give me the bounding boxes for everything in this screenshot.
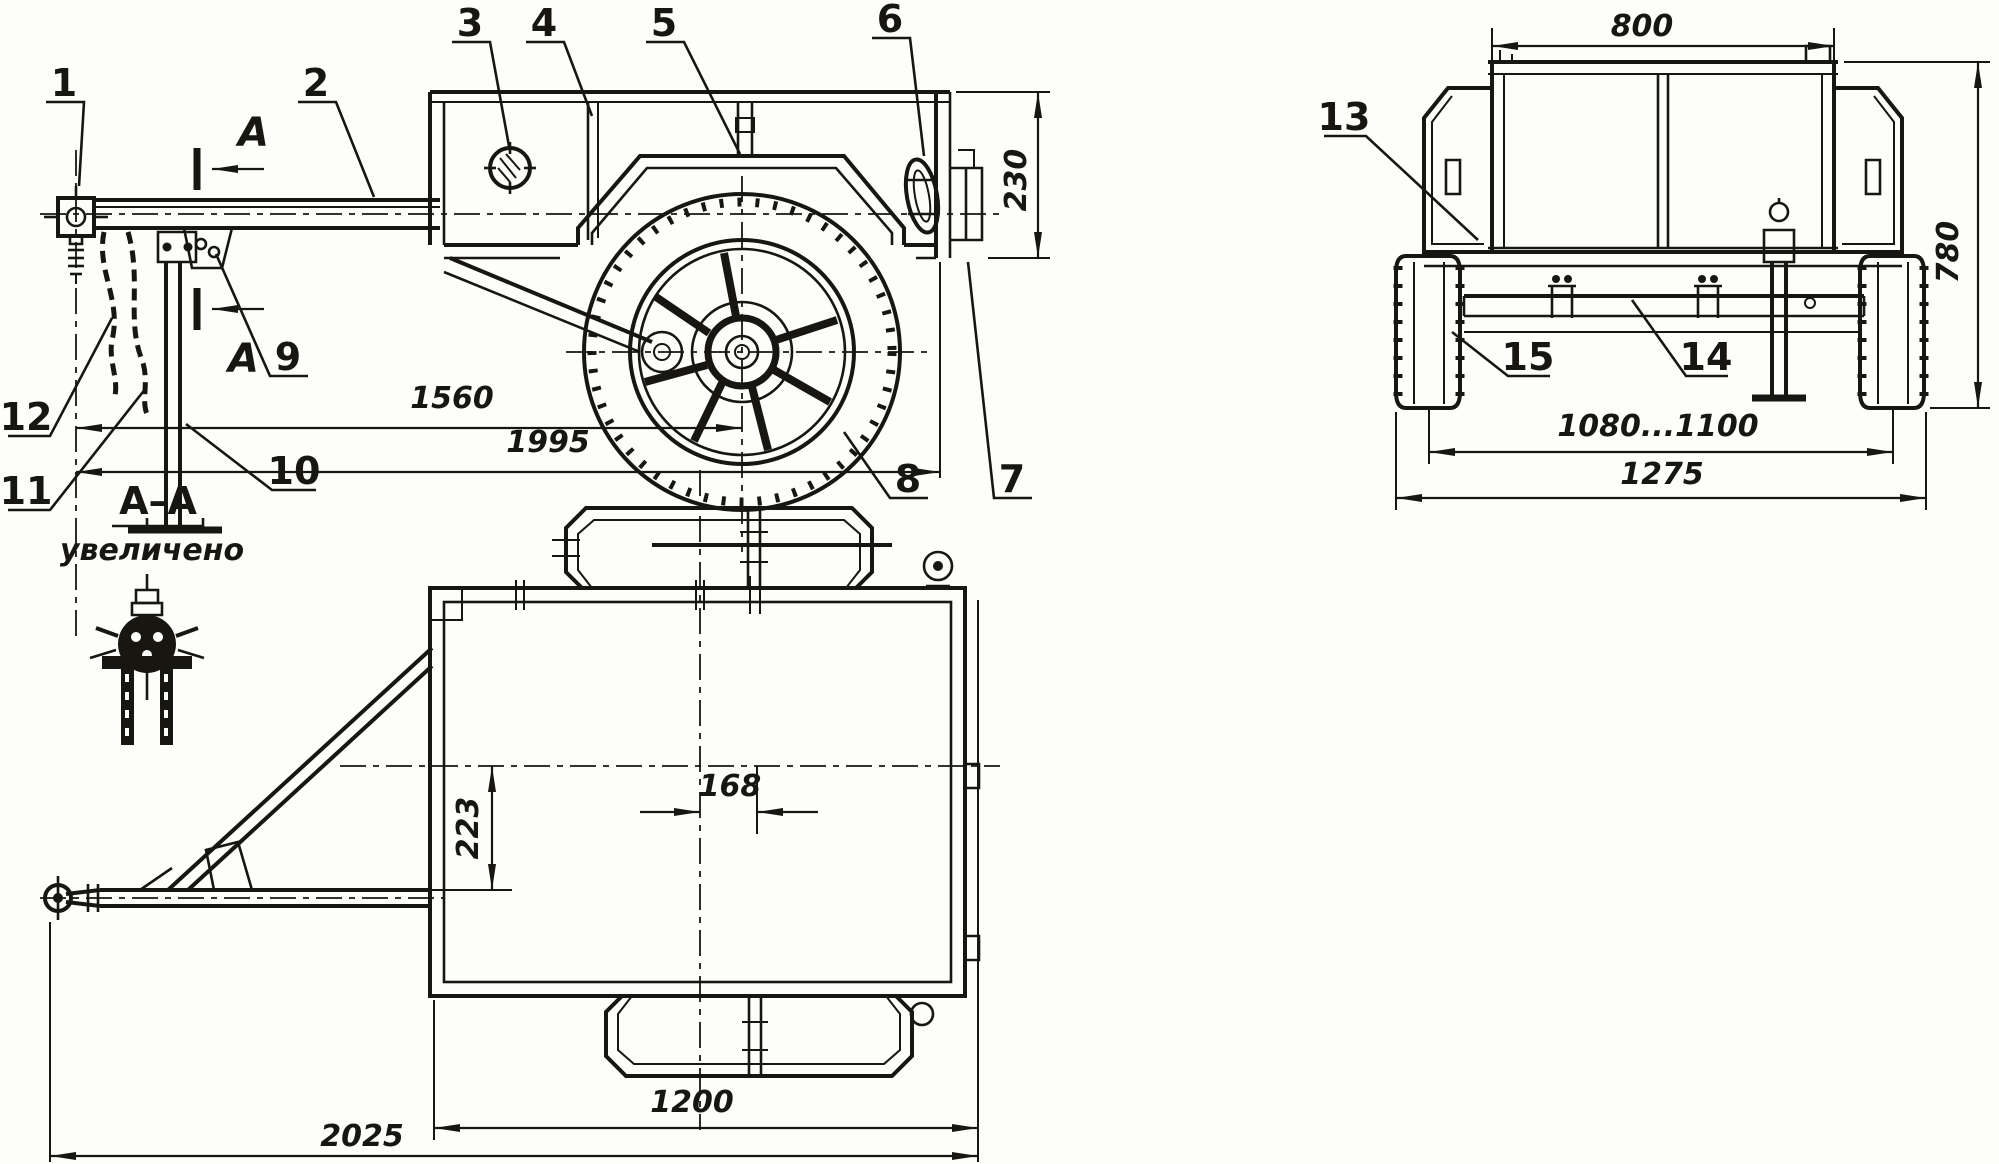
part-label-15: 15 [1502,335,1555,379]
safety-chain-front [100,231,119,401]
dim-track: 1080...1100 [1428,408,1894,464]
dim-1200: 1200 [433,600,979,1140]
axle-assembly [1462,275,1866,333]
dim-text-1995: 1995 [506,425,590,460]
rear-view: 800 [1318,9,1990,510]
part-label-14: 14 [1680,335,1733,379]
lamp-plan-top [922,550,954,588]
dim-1275: 1275 [1395,412,1927,510]
dim-1995: 1995 [76,425,940,476]
fender-plan-bottom [604,994,935,1078]
fender-plan-top [552,506,874,590]
side-latch-lower [965,934,981,962]
support-leg [128,230,222,534]
section-detail-title: A–A [119,479,197,523]
dim-text-780: 780 [1931,221,1966,284]
dim-1560: 1560 [76,381,742,432]
section-cut-marks: A A [193,110,269,382]
dim-text-223: 223 [451,797,486,860]
dim-780: 780 [1844,61,1990,409]
wheel-side [566,176,928,552]
dim-223: 223 [430,766,512,891]
hitch-coupler [44,186,108,284]
side-view-callouts: 1 2 3 4 5 6 7 8 9 10 11 12 [0,0,1032,513]
mudguard-right-rear [1834,86,1904,254]
section-letter-top: A [235,110,269,156]
part-label-4: 4 [531,1,557,45]
side-latch-upper [965,762,981,790]
dim-text-2025: 2025 [320,1119,404,1154]
side-view: A A 230 1560 1995 1 2 3 [0,0,1050,640]
rear-support-leg [1752,198,1806,402]
section-detail-subtitle: увеличено [60,533,244,568]
part-label-9: 9 [275,335,301,379]
drawbar-plan [43,646,434,920]
tail-lamp-side [903,157,941,235]
rear-view-callouts: 13 14 15 [1318,95,1733,379]
mudguard-left-rear [1422,86,1492,254]
part-label-5: 5 [651,1,677,45]
frame-brace [449,256,653,344]
dim-text-230: 230 [999,149,1034,212]
section-letter-bottom: A [225,336,259,382]
wheel-left-rear [1393,254,1465,410]
dim-text-1200: 1200 [650,1085,734,1120]
drawbar-beam [92,198,440,230]
part-label-11: 11 [0,469,52,513]
lamp-plan-bottom [909,1001,935,1027]
cargo-box-rear [1424,44,1902,268]
section-detail: A–A увеличено [60,479,244,745]
dim-168: 168 [640,766,818,834]
cargo-box-plan [428,576,967,998]
safety-chain-rear [125,231,151,418]
dim-text-800: 800 [1611,9,1674,44]
dim-text-1275: 1275 [1620,457,1704,492]
dim-text-168: 168 [699,769,762,804]
fender-side [576,102,906,245]
dim-2025: 2025 [49,922,979,1162]
dim-800: 800 [1491,9,1835,62]
part-label-3: 3 [457,1,483,45]
part-label-1: 1 [51,61,77,105]
part-label-10: 10 [268,449,321,493]
dim-text-track: 1080...1100 [1557,409,1758,444]
dim-230: 230 [956,91,1050,259]
part-label-8: 8 [895,457,921,501]
part-label-12: 12 [0,395,52,439]
part-label-6: 6 [877,0,903,41]
cargo-box-side [428,90,952,260]
dim-text-1560: 1560 [410,381,494,416]
wheel-right-rear [1857,254,1929,410]
part-label-2: 2 [303,61,329,105]
reflector [484,142,536,194]
rear-bracket [939,149,984,478]
section-detail-sketch [89,574,205,745]
part-label-13: 13 [1318,95,1371,139]
top-view: 223 168 1200 2025 [40,470,1000,1162]
part-label-7: 7 [999,457,1025,501]
